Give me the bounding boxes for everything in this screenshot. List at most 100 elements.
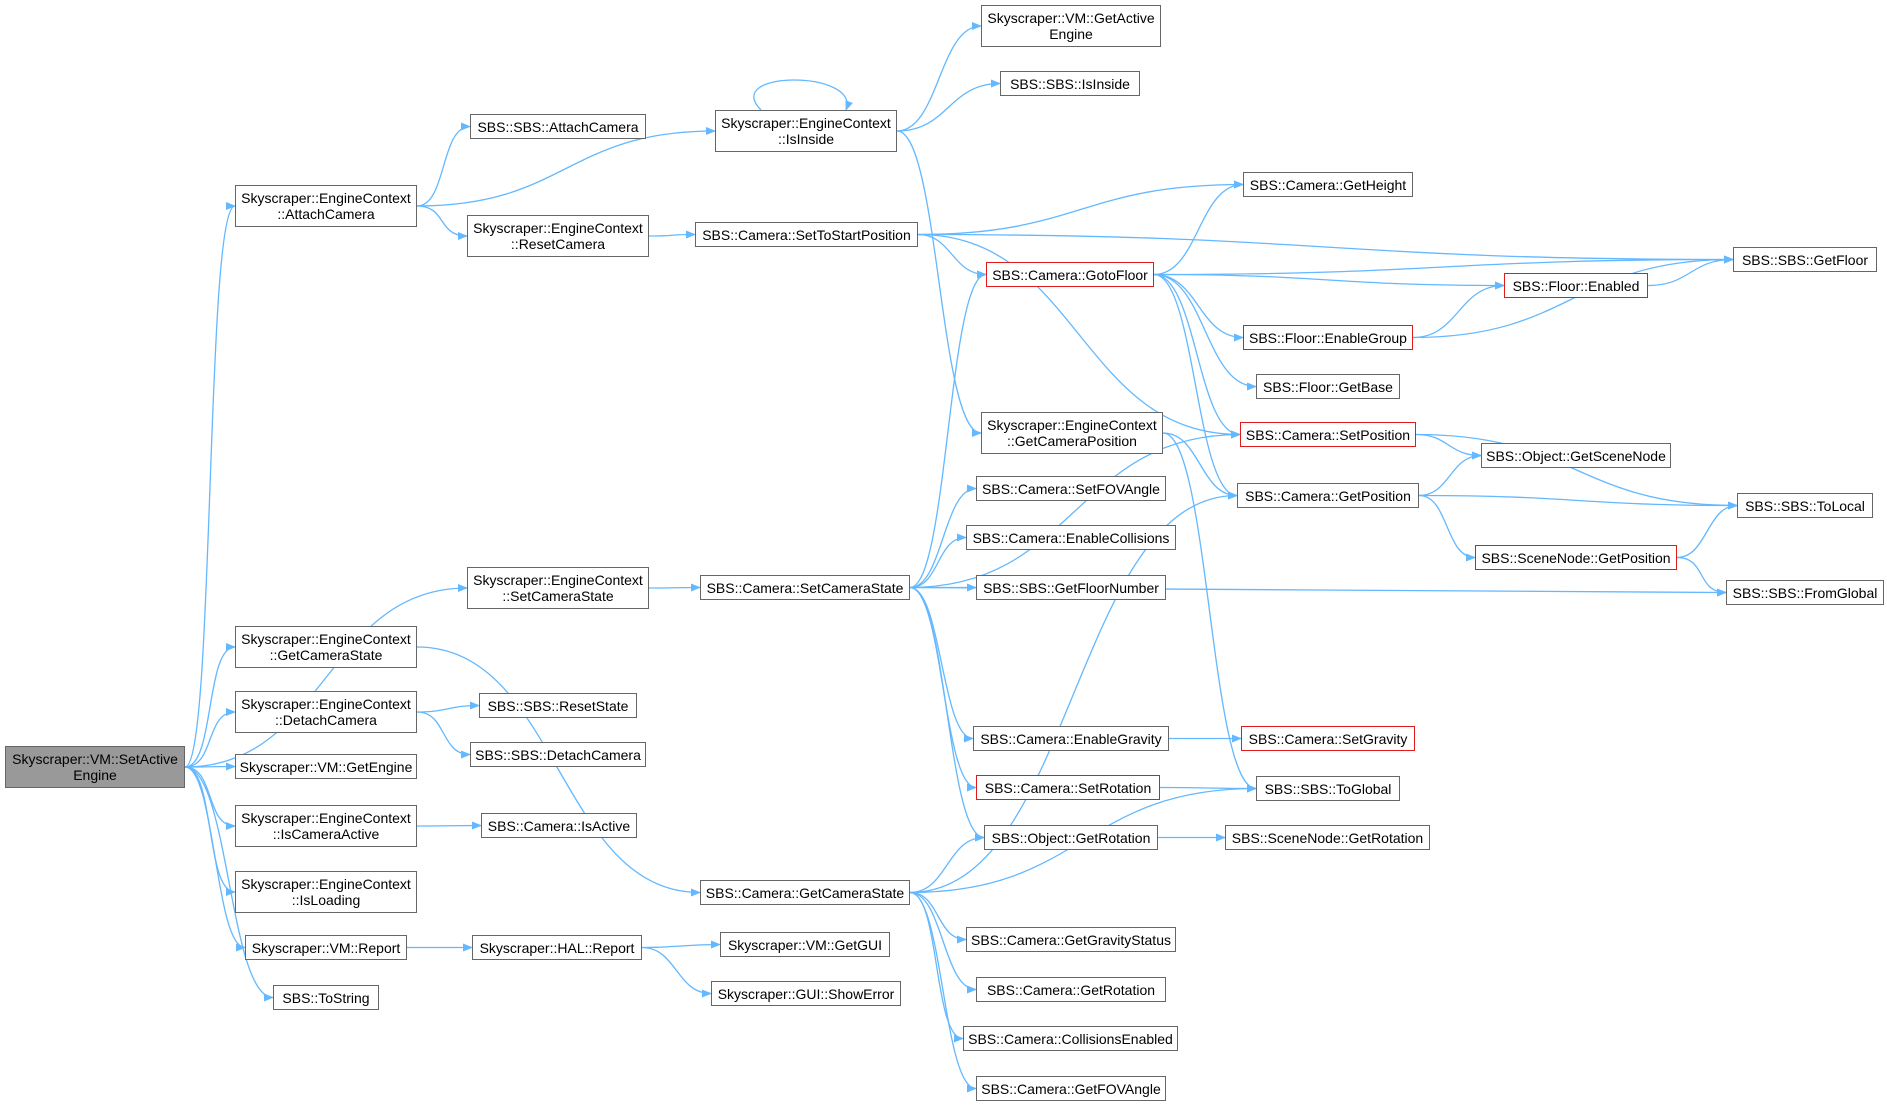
node-enginecontext-getcameraposition[interactable]: Skyscraper::EngineContext::GetCameraPosi…: [981, 412, 1163, 454]
node-sbs-detachcamera[interactable]: SBS::SBS::DetachCamera: [470, 742, 646, 767]
edge-cam_gotofloor-to-cam_getheight: [1153, 180, 1244, 276]
node-camera-gotofloor[interactable]: SBS::Camera::GotoFloor: [986, 262, 1154, 287]
node-object-getscenenode[interactable]: SBS::Object::GetSceneNode: [1481, 443, 1671, 468]
node-vm-report[interactable]: Skyscraper::VM::Report: [245, 935, 407, 960]
node-camera-setgravity[interactable]: SBS::Camera::SetGravity: [1241, 726, 1415, 751]
edge-root-to-vm_report: [184, 766, 246, 952]
edge-cam_getcamerastate-to-cam_getposition: [909, 491, 1238, 894]
edge-ec_attachcamera-to-ec_isinside: [416, 127, 716, 207]
node-camera-isactive[interactable]: SBS::Camera::IsActive: [481, 813, 637, 838]
edge-cam_gotofloor-to-floor_getbase: [1153, 273, 1257, 391]
edge-cam_gotofloor-to-cam_setposition: [1153, 273, 1241, 439]
node-enginecontext-attachcamera[interactable]: Skyscraper::EngineContext::AttachCamera: [235, 185, 417, 227]
edge-cam_getcamerastate-to-cam_getfovangle: [909, 891, 977, 1093]
edge-cam_settostartposition-to-sbs_getfloor: [917, 233, 1734, 264]
node-object-getrotation[interactable]: SBS::Object::GetRotation: [984, 825, 1158, 850]
node-scenenode-getrotation[interactable]: SBS::SceneNode::GetRotation: [1225, 825, 1430, 850]
node-camera-getfovangle[interactable]: SBS::Camera::GetFOVAngle: [976, 1076, 1166, 1101]
node-gui-showerror[interactable]: Skyscraper::GUI::ShowError: [711, 981, 901, 1006]
node-camera-enablegravity[interactable]: SBS::Camera::EnableGravity: [973, 726, 1169, 751]
node-camera-getcamerastate[interactable]: SBS::Camera::GetCameraState: [700, 880, 910, 905]
edge-cam_getposition-to-sbs_tolocal: [1418, 494, 1738, 510]
node-enginecontext-resetcamera[interactable]: Skyscraper::EngineContext::ResetCamera: [467, 215, 649, 257]
edge-root-to-ec_detachcamera: [184, 708, 236, 768]
edge-cam_settostartposition-to-cam_setposition: [917, 233, 1241, 439]
edge-sn_getposition-to-sbs_fromglobal: [1676, 556, 1727, 597]
node-vm-getengine[interactable]: Skyscraper::VM::GetEngine: [235, 754, 417, 779]
node-sbs-attachcamera[interactable]: SBS::SBS::AttachCamera: [470, 114, 646, 139]
node-camera-enablecollisions[interactable]: SBS::Camera::EnableCollisions: [966, 525, 1176, 550]
node-enginecontext-isloading[interactable]: Skyscraper::EngineContext::IsLoading: [235, 871, 417, 913]
edge-ec_isinside-to-ec_isinside: [753, 79, 853, 111]
node-floor-getbase[interactable]: SBS::Floor::GetBase: [1256, 374, 1400, 399]
edge-floor_enablegroup-to-floor_enabled: [1412, 281, 1505, 339]
edge-root-to-ec_iscameraactive: [184, 766, 236, 830]
node-hal-report[interactable]: Skyscraper::HAL::Report: [472, 935, 642, 960]
edge-hal_report-to-gui_showerror: [641, 946, 712, 998]
edge-cam_setposition-to-sbs_tolocal: [1415, 433, 1738, 510]
edge-cam_gotofloor-to-sbs_getfloor: [1153, 255, 1734, 276]
node-camera-getheight[interactable]: SBS::Camera::GetHeight: [1243, 172, 1413, 197]
edge-ec_setcamerastate-to-cam_setcamerastate: [648, 583, 701, 592]
node-sbs-fromglobal[interactable]: SBS::SBS::FromGlobal: [1726, 580, 1884, 605]
edge-root-to-ec_setcamerastate: [184, 584, 468, 768]
node-sbs-getfloornumber[interactable]: SBS::SBS::GetFloorNumber: [976, 575, 1166, 600]
edge-root-to-ec_attachcamera: [184, 202, 236, 768]
edge-ec_isinside-to-vm_getactiveengine: [896, 22, 982, 132]
node-floor-enablegroup[interactable]: SBS::Floor::EnableGroup: [1243, 325, 1413, 350]
node-scenenode-getposition[interactable]: SBS::SceneNode::GetPosition: [1475, 545, 1677, 570]
node-camera-getrotation[interactable]: SBS::Camera::GetRotation: [976, 977, 1166, 1002]
node-camera-setrotation[interactable]: SBS::Camera::SetRotation: [976, 775, 1160, 800]
node-sbs-resetstate[interactable]: SBS::SBS::ResetState: [479, 693, 637, 718]
edge-sn_getposition-to-sbs_tolocal: [1676, 501, 1738, 559]
edge-cam_setcamerastate-to-cam_setposition: [909, 430, 1241, 589]
node-sbs-toglobal[interactable]: SBS::SBS::ToGlobal: [1256, 776, 1400, 801]
edge-ec_isinside-to-ec_getcameraposition: [896, 130, 982, 437]
edge-ec_getcameraposition-to-cam_getposition: [1162, 432, 1238, 500]
edge-cam_gotofloor-to-floor_enabled: [1153, 273, 1505, 290]
node-sbs-isinside[interactable]: SBS::SBS::IsInside: [1000, 71, 1140, 96]
edge-ec_getcameraposition-to-sbs_toglobal: [1162, 432, 1257, 793]
node-camera-getgravitystatus[interactable]: SBS::Camera::GetGravityStatus: [966, 927, 1176, 952]
node-sbs-tolocal[interactable]: SBS::SBS::ToLocal: [1737, 493, 1873, 518]
edge-cam_getcamerastate-to-obj_getrotation: [909, 833, 985, 894]
node-enginecontext-detachcamera[interactable]: Skyscraper::EngineContext::DetachCamera: [235, 691, 417, 733]
edge-cam_settostartposition-to-cam_getheight: [917, 180, 1244, 236]
edge-ec_attachcamera-to-ec_resetcamera: [416, 205, 468, 240]
node-sbs-tostring[interactable]: SBS::ToString: [273, 985, 379, 1010]
edge-ec_getcamerastate-to-cam_getcamerastate: [416, 646, 701, 897]
edge-cam_gotofloor-to-cam_getposition: [1153, 273, 1238, 500]
edge-cam_setcamerastate-to-cam_setfovangle: [909, 484, 977, 589]
edge-root-to-vm_getengine: [184, 762, 236, 771]
node-sbs-getfloor[interactable]: SBS::SBS::GetFloor: [1733, 247, 1877, 272]
node-camera-getposition[interactable]: SBS::Camera::GetPosition: [1237, 483, 1419, 508]
edge-root-to-ec_getcamerastate: [184, 643, 236, 768]
edge-cam_settostartposition-to-cam_gotofloor: [917, 233, 987, 279]
node-enginecontext-getcamerastate[interactable]: Skyscraper::EngineContext::GetCameraStat…: [235, 626, 417, 668]
edge-cam_getposition-to-sn_getposition: [1418, 494, 1476, 562]
edge-cam_getposition-to-obj_getscenenode: [1418, 451, 1482, 497]
node-camera-setposition[interactable]: SBS::Camera::SetPosition: [1240, 422, 1416, 447]
node-enginecontext-iscameraactive[interactable]: Skyscraper::EngineContext::IsCameraActiv…: [235, 805, 417, 847]
node-camera-collisionsenabled[interactable]: SBS::Camera::CollisionsEnabled: [963, 1026, 1178, 1051]
edge-cam_setcamerastate-to-cam_gotofloor: [909, 270, 987, 589]
node-camera-setfovangle[interactable]: SBS::Camera::SetFOVAngle: [976, 476, 1166, 501]
edge-ec_resetcamera-to-cam_settostartposition: [648, 230, 696, 239]
node-enginecontext-setcamerastate[interactable]: Skyscraper::EngineContext::SetCameraStat…: [467, 567, 649, 609]
edge-floor_enabled-to-sbs_getfloor: [1647, 255, 1734, 287]
node-floor-enabled[interactable]: SBS::Floor::Enabled: [1504, 273, 1648, 298]
edge-ec_detachcamera-to-sbs_resetstate: [416, 701, 480, 713]
edge-cam_getcamerastate-to-cam_getgravitystatus: [909, 891, 967, 944]
edge-floor_enablegroup-to-sbs_getfloor: [1412, 255, 1734, 339]
edge-ec_detachcamera-to-sbs_detachcamera: [416, 711, 471, 759]
node-vm-getgui[interactable]: Skyscraper::VM::GetGUI: [720, 932, 890, 957]
node-camera-setcamerastate[interactable]: SBS::Camera::SetCameraState: [700, 575, 910, 600]
edge-root-to-sbs_tostring: [184, 766, 274, 1002]
node-enginecontext-isinside[interactable]: Skyscraper::EngineContext::IsInside: [715, 110, 897, 152]
edge-cam_getcamerastate-to-cam_getrotation: [909, 891, 977, 994]
node-camera-settostartposition[interactable]: SBS::Camera::SetToStartPosition: [695, 222, 918, 247]
